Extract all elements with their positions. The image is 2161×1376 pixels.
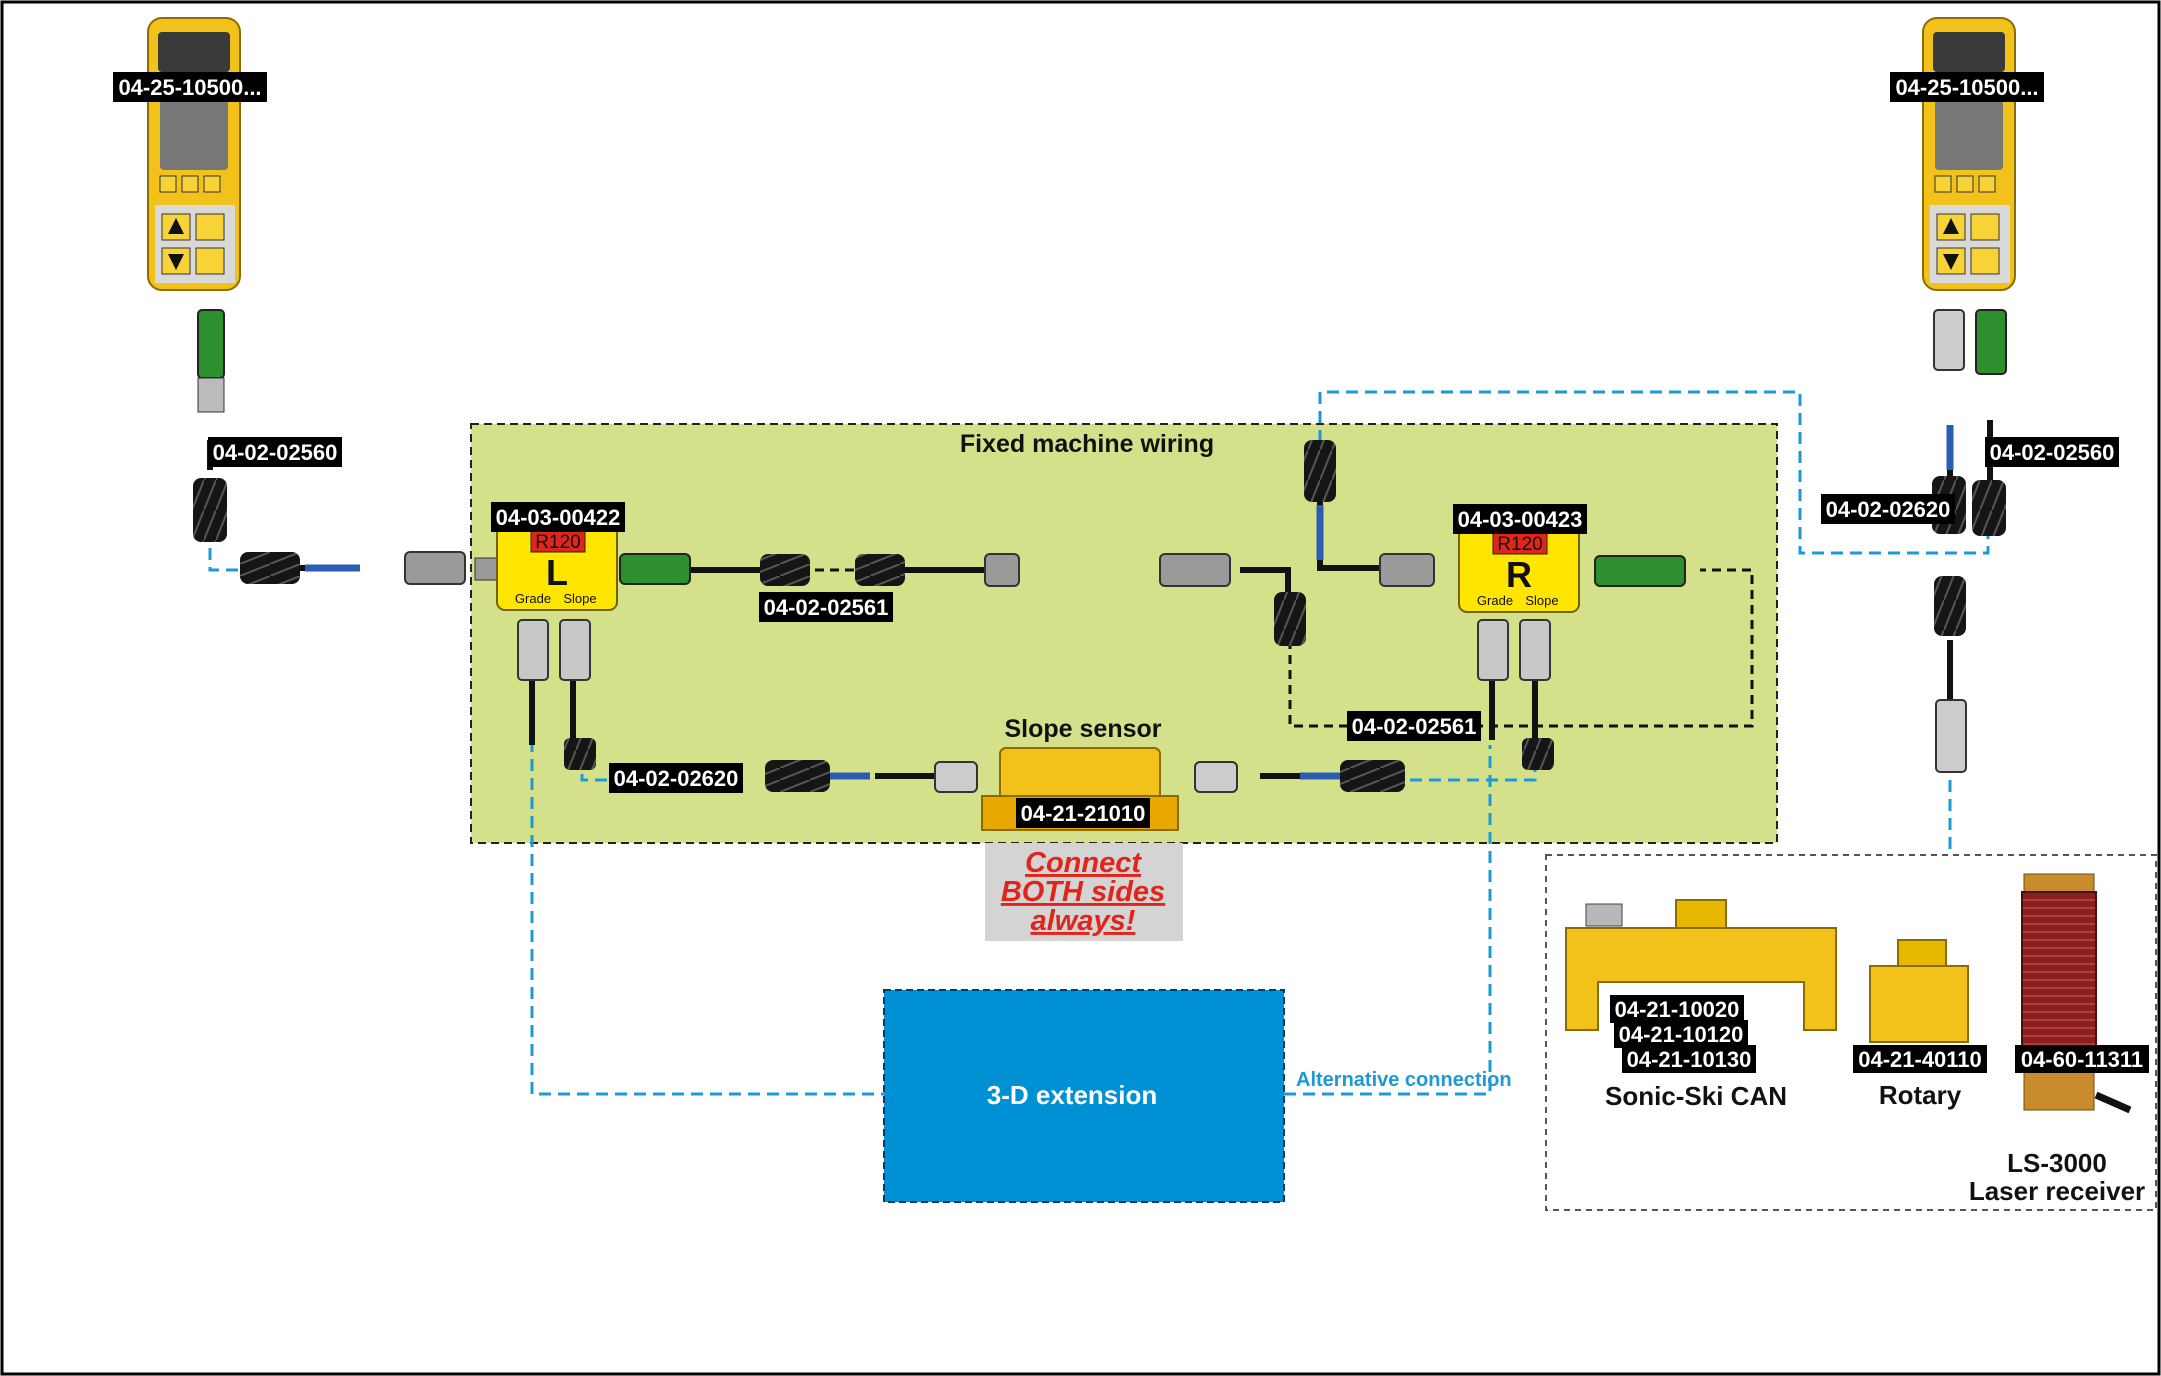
label-sonic-3: 04-21-10130 (1627, 1047, 1752, 1072)
dashed-connections (208, 390, 1990, 1096)
label-box-left: 04-03-00422 (496, 505, 621, 530)
part-labels: 04-25-10500... 04-25-10500... 04-02-0256… (113, 72, 2149, 1073)
label-rotary: 04-21-40110 (1858, 1047, 1982, 1072)
laser-description: Laser receiver (1969, 1176, 2145, 1206)
label-sonic-2: 04-21-10120 (1619, 1022, 1744, 1047)
connector-plugs (197, 309, 2007, 793)
warning-panel (985, 843, 1183, 941)
alternative-connection-label: Alternative connection (1296, 1069, 1512, 1091)
box-right-slope-port: Slope (1525, 593, 1558, 608)
slope-sensor-title: Slope sensor (1005, 715, 1162, 743)
box-left-grade-port: Grade (515, 591, 551, 606)
label-cable-right-top: 04-02-02560 (1990, 440, 2115, 465)
junction-box-right[interactable]: R120 R Grade Slope (1458, 527, 1580, 613)
warning-line-1: Connect (1025, 847, 1142, 879)
jumper-dashed-wires (800, 568, 1754, 728)
fixed-wiring-title: Fixed machine wiring (960, 430, 1214, 458)
label-remote-left: 04-25-10500... (118, 75, 261, 100)
label-laser: 04-60-11311 (2021, 1047, 2143, 1072)
label-remote-right: 04-25-10500... (1895, 75, 2038, 100)
junction-box-left[interactable]: R120 L Grade Slope (496, 525, 618, 611)
laser-name: LS-3000 (2007, 1148, 2107, 1178)
rotary-sensor[interactable] (1869, 939, 1969, 1043)
remote-control-left[interactable] (147, 17, 241, 291)
label-cable-right-mid: 04-02-02620 (1826, 497, 1951, 522)
blue-cable-segments (305, 425, 1954, 780)
box-left-letter: L (546, 552, 568, 593)
warning-line-2: BOTH sides (1001, 876, 1165, 908)
remote-control-right[interactable] (1922, 17, 2016, 291)
box-right-tag: R120 (1497, 534, 1542, 555)
label-cable-left-jumper: 04-02-02561 (764, 595, 889, 620)
label-cable-right-jumper: 04-02-02561 (1352, 714, 1477, 739)
warning-line-3: always! (1031, 905, 1136, 937)
extension-label: 3-D extension (987, 1080, 1158, 1110)
label-box-right: 04-03-00423 (1458, 507, 1583, 532)
label-sonic-1: 04-21-10020 (1615, 997, 1740, 1022)
box-right-letter: R (1506, 554, 1532, 595)
box-left-slope-port: Slope (563, 591, 596, 606)
label-slope-sensor: 04-21-21010 (1021, 801, 1146, 826)
box-right-grade-port: Grade (1477, 593, 1513, 608)
rotary-name: Rotary (1879, 1080, 1962, 1110)
sonic-ski-sensor[interactable] (1565, 899, 1837, 1031)
box-left-tag: R120 (535, 532, 580, 553)
coiled-cables (193, 440, 2006, 792)
label-cable-left-top: 04-02-02560 (213, 440, 338, 465)
extension-box[interactable] (883, 989, 1285, 1203)
label-cable-left-slope: 04-02-02620 (614, 766, 739, 791)
sonic-ski-name: Sonic-Ski CAN (1605, 1081, 1787, 1111)
